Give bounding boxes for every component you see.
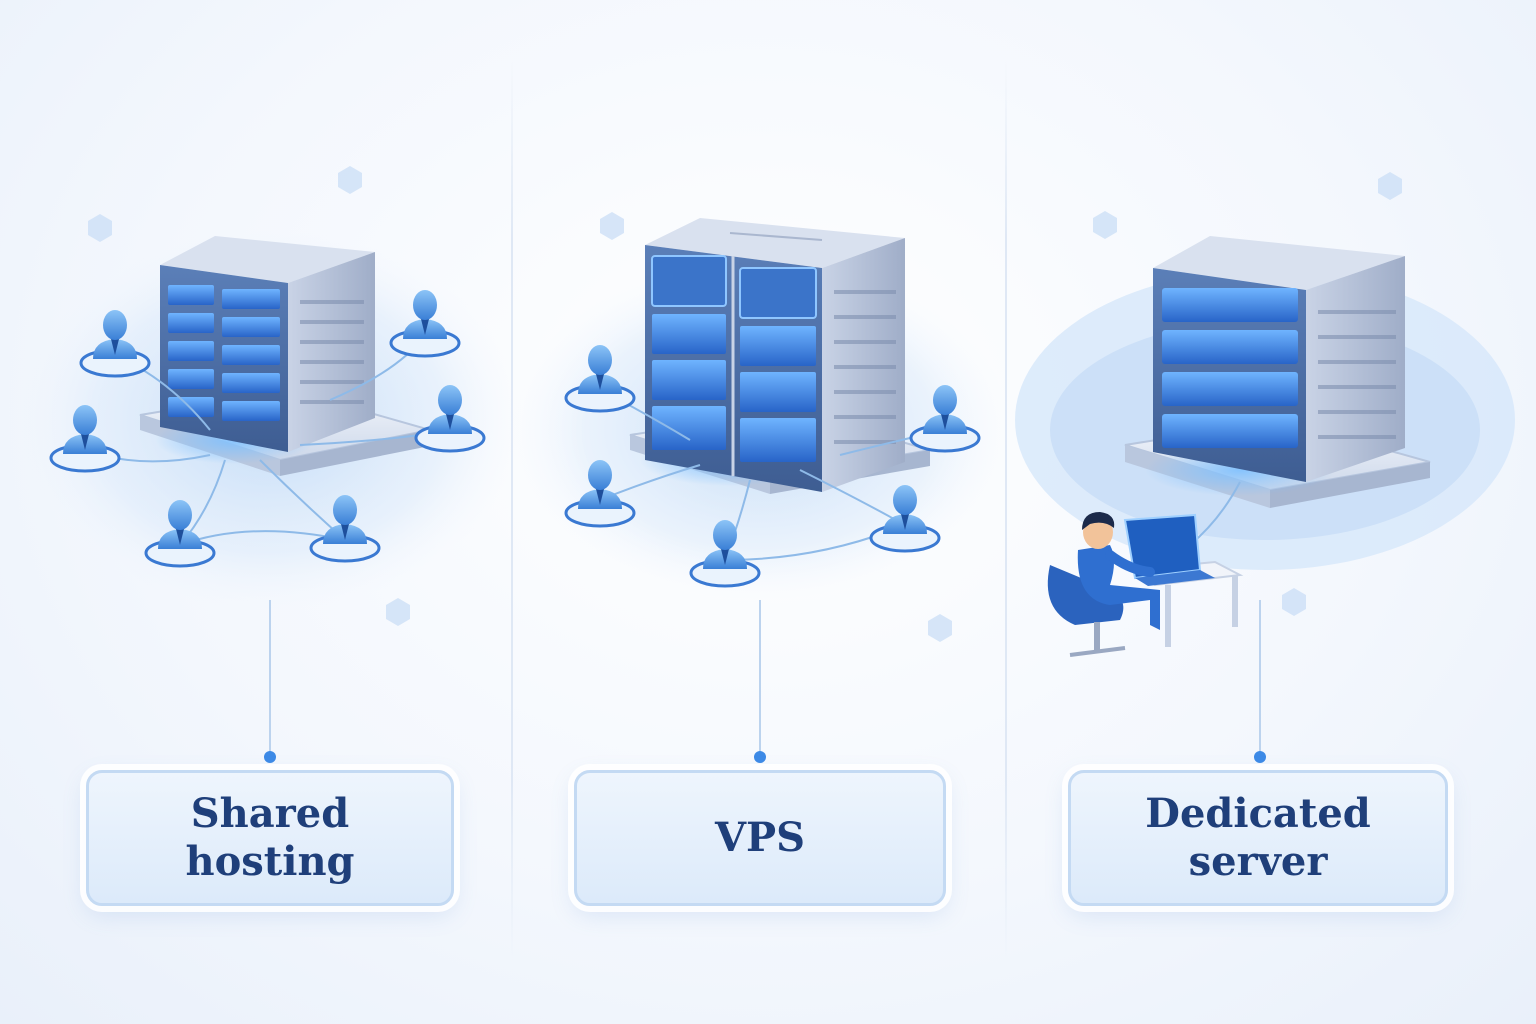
dedicated-server-illustration <box>1015 172 1515 763</box>
decor-hexagon <box>1378 172 1402 200</box>
decor-hexagon <box>1093 211 1117 239</box>
vent-grille <box>1318 310 1396 439</box>
dedicated-server <box>1153 236 1405 482</box>
shared-hosting-label-card: Shared hosting <box>86 770 454 906</box>
vps-illustration <box>510 212 1010 763</box>
connector-dot <box>1254 751 1266 763</box>
drive-bays <box>168 285 280 421</box>
vent-grille <box>300 300 364 404</box>
virtual-partitions <box>651 255 817 462</box>
shared-hosting-illustration <box>20 166 520 763</box>
panel-divider <box>1005 60 1007 960</box>
user-at-desk-icon <box>1047 512 1244 657</box>
vent-grille <box>834 290 896 444</box>
shared-hosting-label: Shared hosting <box>185 790 355 885</box>
vps-server <box>645 218 905 492</box>
vps-label-card: VPS <box>574 770 946 906</box>
decor-hexagon <box>928 614 952 642</box>
decor-hexagon <box>386 598 410 626</box>
decor-hexagon <box>600 212 624 240</box>
vps-label: VPS <box>715 814 805 861</box>
panel-divider <box>511 60 513 960</box>
dedicated-server-label: Dedicated server <box>1145 790 1371 885</box>
connector-dot <box>754 751 766 763</box>
connector-dot <box>264 751 276 763</box>
dedicated-server-label-card: Dedicated server <box>1068 770 1448 906</box>
shared-server <box>160 236 375 452</box>
decor-hexagon <box>88 214 112 242</box>
decor-hexagon <box>338 166 362 194</box>
decor-hexagon <box>1282 588 1306 616</box>
drive-bays <box>1162 288 1298 448</box>
